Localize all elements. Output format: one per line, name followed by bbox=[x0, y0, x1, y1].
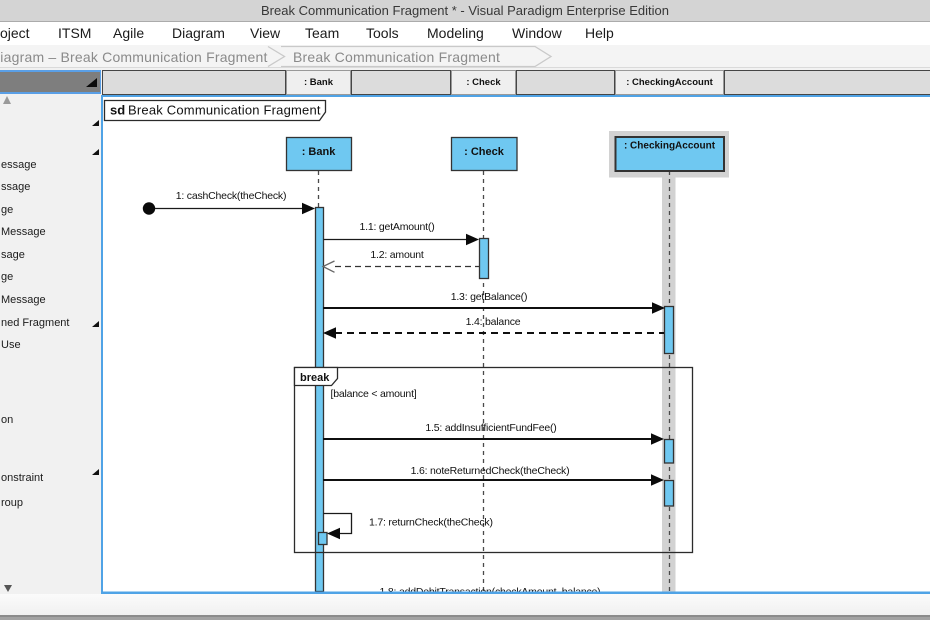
svg-text:1.2: amount: 1.2: amount bbox=[370, 249, 424, 261]
svg-text:1.1: getAmount(): 1.1: getAmount() bbox=[359, 221, 434, 233]
svg-text:1.5: addInsufficientFundFee(): 1.5: addInsufficientFundFee() bbox=[425, 422, 556, 434]
svg-text:break: break bbox=[300, 372, 330, 384]
svg-text:1: cashCheck(theCheck): 1: cashCheck(theCheck) bbox=[176, 190, 287, 202]
svg-text:sd: sd bbox=[110, 103, 125, 118]
svg-text:1.7: returnCheck(theCheck): 1.7: returnCheck(theCheck) bbox=[369, 517, 493, 529]
svg-text:: CheckingAccount: : CheckingAccount bbox=[624, 141, 716, 152]
svg-text:1.3: getBalance(): 1.3: getBalance() bbox=[451, 291, 528, 303]
svg-text:: Check: : Check bbox=[464, 146, 505, 158]
svg-text:1.8: addDebitTransaction(check: 1.8: addDebitTransaction(checkAmount, ba… bbox=[380, 586, 601, 594]
svg-text:[balance < amount]: [balance < amount] bbox=[331, 388, 417, 400]
svg-text:1.6: noteReturnedCheck(theChec: 1.6: noteReturnedCheck(theCheck) bbox=[411, 465, 570, 477]
svg-text:1.4: balance: 1.4: balance bbox=[466, 316, 521, 328]
svg-text:: Bank: : Bank bbox=[302, 146, 337, 158]
svg-text:Break Communication Fragment: Break Communication Fragment bbox=[128, 103, 321, 118]
